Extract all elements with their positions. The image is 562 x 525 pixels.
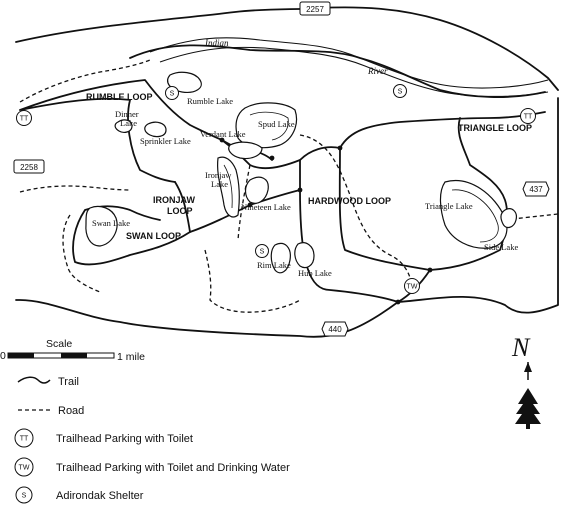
lake-label-side: Side Lake: [484, 242, 518, 252]
lake-label-dinner: Dinner: [115, 109, 139, 119]
svg-text:Road: Road: [58, 405, 84, 417]
road-north: [19, 59, 151, 103]
rim-lake: [270, 242, 291, 274]
sprinkler-lake: [144, 121, 167, 138]
shelter-rim: S: [255, 244, 269, 258]
road-west: [19, 185, 131, 193]
ironjaw-lake: [217, 156, 240, 218]
scale-zero: 0: [0, 350, 6, 362]
svg-text:TT: TT: [20, 436, 29, 443]
loop-label-swan: SWAN LOOP: [126, 231, 181, 241]
map-boundary: [15, 6, 559, 338]
road-swan: [62, 214, 101, 293]
junction-spud: [269, 155, 275, 161]
lake-label-triangle: Triangle Lake: [425, 201, 473, 211]
route-shield-440: 440: [321, 321, 349, 337]
scale-bar: Scale 0 1 mile: [0, 338, 145, 363]
nineteen-lake: [244, 176, 269, 204]
river-label-river: River: [367, 66, 388, 76]
legend-trail: Trail: [17, 376, 79, 388]
road-spud: [237, 164, 251, 241]
dinner-lake: [114, 119, 133, 133]
svg-text:Trailhead Parking with Toilet: Trailhead Parking with Toilet: [56, 433, 193, 445]
verdant-lake: [228, 141, 263, 160]
svg-text:2258: 2258: [20, 163, 38, 172]
lake-label-ironjaw-2: Lake: [211, 179, 228, 189]
lake-label-swan: Swan Lake: [92, 218, 130, 228]
svg-text:Trailhead Parking with Toilet: Trailhead Parking with Toilet and Drinki…: [56, 462, 290, 474]
swan-loop-trail: [72, 205, 191, 266]
svg-text:S: S: [22, 493, 27, 500]
loop-label-ironjaw: IRONJAW: [153, 195, 196, 205]
triangle-loop-trail: [339, 111, 546, 271]
junction-hardwood-north: [337, 145, 343, 151]
trailhead-tt-west: TT: [16, 110, 32, 126]
triangle-lake: [439, 180, 508, 249]
loop-label-rumble: RUMBLE LOOP: [86, 92, 153, 102]
river-label-indian: Indian: [204, 38, 229, 48]
svg-text:S: S: [170, 91, 175, 98]
svg-text:440: 440: [328, 325, 342, 334]
route-shield-2257: 2257: [299, 1, 331, 16]
route-shield-437: 437: [522, 181, 550, 197]
indian-river-bank: [159, 46, 549, 98]
trailhead-tt-east: TT: [520, 108, 536, 124]
svg-text:S: S: [398, 89, 403, 96]
junction-hardwood-west: [297, 187, 303, 193]
spud-lake-shore: [249, 111, 289, 141]
loop-label-triangle: TRIANGLE LOOP: [458, 123, 532, 133]
svg-text:437: 437: [529, 185, 543, 194]
junction-nineteen: [247, 202, 253, 208]
scale-title: Scale: [46, 338, 72, 350]
trailhead-tw: TW: [404, 278, 420, 294]
hub-lake: [294, 242, 315, 269]
lake-label-rumble: Rumble Lake: [187, 96, 233, 106]
junction-triangle-south: [427, 267, 433, 273]
legend-tw: TW Trailhead Parking with Toilet and Dri…: [14, 457, 290, 477]
svg-text:S: S: [260, 249, 265, 256]
legend-tt: TT Trailhead Parking with Toilet: [14, 428, 193, 448]
svg-text:Adirondak Shelter: Adirondak Shelter: [56, 490, 144, 502]
shelter-rumble: S: [165, 86, 179, 100]
lake-label-nineteen: Nineteen Lake: [241, 202, 291, 212]
junction-verdant: [219, 137, 225, 143]
loop-label-ironjaw-2: LOOP: [167, 206, 193, 216]
svg-text:Trail: Trail: [58, 376, 79, 388]
svg-text:TT: TT: [524, 114, 533, 121]
junction-tw: [395, 299, 401, 305]
svg-text:2257: 2257: [306, 5, 324, 14]
swan-lake: [85, 205, 118, 247]
legend-s: S Adirondak Shelter: [15, 486, 144, 504]
north-arrow: N: [511, 333, 541, 429]
side-lake: [500, 208, 517, 229]
shelter-river: S: [393, 84, 407, 98]
svg-text:TW: TW: [19, 465, 30, 472]
triangle-lake-shore: [451, 189, 499, 243]
lake-label-hub: Hub Lake: [298, 268, 332, 278]
route-shield-2258: 2258: [13, 159, 45, 174]
lake-label-dinner-2: Lake: [120, 118, 137, 128]
tree-icon: [515, 388, 541, 429]
lake-label-verdant: Verdant Lake: [200, 129, 246, 139]
compass-letter: N: [511, 333, 531, 362]
lake-label-rim: Rim Lake: [257, 260, 291, 270]
indian-river: [149, 37, 549, 89]
lake-label-ironjaw: Ironjaw: [205, 170, 232, 180]
svg-text:TW: TW: [407, 284, 418, 291]
legend-road: Road: [18, 405, 84, 417]
loop-label-hardwood: HARDWOOD LOOP: [308, 196, 391, 206]
lake-label-spud: Spud Lake: [258, 119, 295, 129]
svg-text:TT: TT: [20, 116, 29, 123]
road-hardwood: [299, 134, 413, 286]
lake-label-sprinkler: Sprinkler Lake: [140, 136, 191, 146]
ironjaw-lake-shore: [223, 164, 233, 209]
scale-end: 1 mile: [117, 351, 145, 363]
